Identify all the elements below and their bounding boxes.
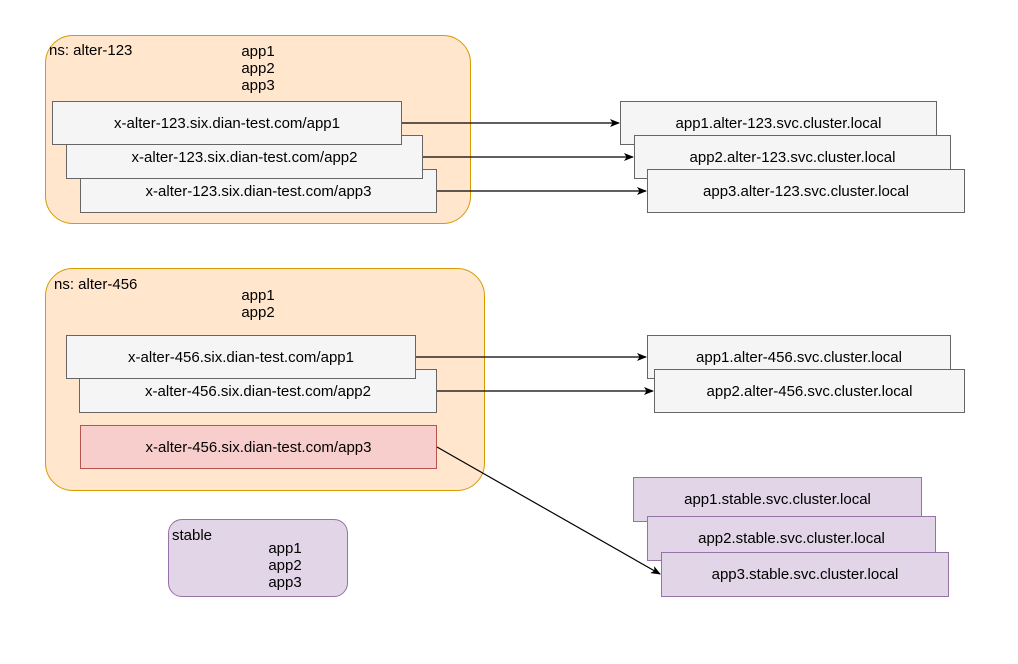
app-name: app1 [268, 540, 302, 557]
ingress-alter-456-app3[interactable]: x-alter-456.six.dian-test.com/app3 [80, 425, 437, 469]
app-name: app1 [241, 287, 275, 304]
namespace-alter-123-label: ns: alter-123 [49, 42, 133, 59]
service-app2-alter-456[interactable]: app2.alter-456.svc.cluster.local [654, 369, 965, 413]
ingress-alter-123-app1[interactable]: x-alter-123.six.dian-test.com/app1 [52, 101, 402, 145]
service-app3-stable[interactable]: app3.stable.svc.cluster.local [661, 552, 949, 597]
app-name: app3 [241, 77, 275, 94]
service-app1-stable[interactable]: app1.stable.svc.cluster.local [633, 477, 922, 522]
namespace-alter-123-app-list: app1 app2 app3 [228, 43, 288, 94]
app-name: app2 [268, 557, 302, 574]
app-name: app2 [241, 60, 275, 77]
service-app3-alter-123[interactable]: app3.alter-123.svc.cluster.local [647, 169, 965, 213]
app-name: app1 [241, 43, 275, 60]
app-name: app3 [268, 574, 302, 591]
ingress-alter-456-app1[interactable]: x-alter-456.six.dian-test.com/app1 [66, 335, 416, 379]
stable-group [168, 519, 348, 597]
namespace-alter-456-app-list: app1 app2 [228, 287, 288, 321]
app-name: app2 [241, 304, 275, 321]
stable-group-label: stable [172, 527, 213, 544]
namespace-alter-456-label: ns: alter-456 [54, 276, 138, 293]
stable-group-app-list: app1 app2 app3 [255, 540, 315, 591]
